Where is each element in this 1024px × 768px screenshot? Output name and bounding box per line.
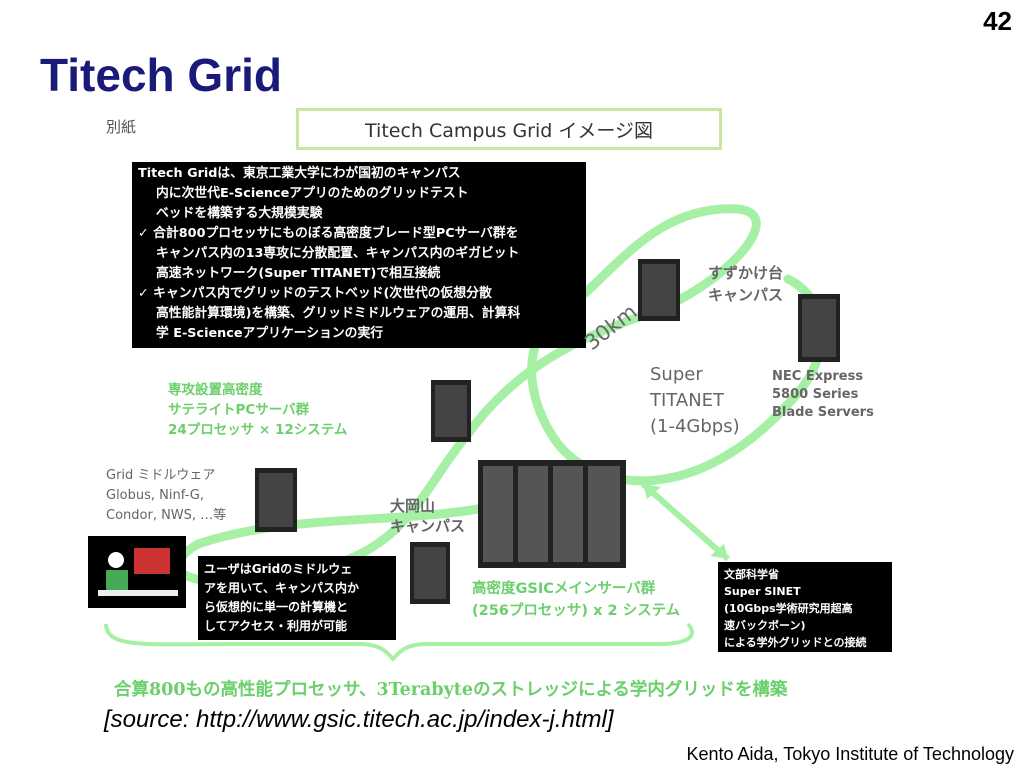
description-line: ✓ 合計800プロセッサにものぼる高密度ブレード型PCサーバ群を [138,226,519,241]
ookayama-line: キャンパス [390,517,466,535]
titanet-loop [174,204,827,587]
server-middleware-icon [255,468,297,532]
gsic-line: 高密度GSICメインサーバ群 [472,581,656,597]
network-line: (1-4Gbps) [650,416,740,437]
description-box: Titech Gridは、東京工業大学にわが国初のキャンパス 内に次世代E-Sc… [132,162,586,348]
sinet-arrow-head-top [643,484,661,499]
nec-line: NEC Express [772,369,864,384]
network-line: Super [650,364,703,385]
suzukake-line: すずかけ台 [708,264,784,282]
sinet-line: による学外グリッドとの接続 [724,636,867,649]
satellite-label: 専攻設置高密度 サテライトPCサーバ群 24プロセッサ × 12システム [168,380,347,440]
middleware-line: Globus, Ninf-G, [106,488,204,503]
description-line: 高速ネットワーク(Super TITANET)で相互接続 [156,266,441,281]
sinet-line: 文部科学省 [724,568,779,581]
middleware-label: Grid ミドルウェア Globus, Ninf-G, Condor, NWS,… [106,466,226,526]
gsic-label: 高密度GSICメインサーバ群 (256プロセッサ) x 2 システム [472,578,680,622]
summary-caption: 合算800もの高性能プロセッサ、3Terabyteのストレッジによる学内グリッド… [114,680,788,700]
footer-credit: Kento Aida, Tokyo Institute of Technolog… [686,744,1014,764]
description-line: 内に次世代E-Scienceアプリのためのグリッドテスト [156,186,469,201]
description-line: 学 E-Scienceアプリケーションの実行 [156,326,384,341]
description-line: Titech Gridは、東京工業大学にわが国初のキャンパス [138,166,461,181]
user-box: ユーザはGridのミドルウェ アを用いて、キャンパス内か ら仮想的に単一の計算機… [198,556,396,640]
server-nec-icon [798,294,840,362]
sinet-arrow-head-bottom [710,544,728,559]
middleware-line: Condor, NWS, …等 [106,508,227,523]
description-line: 高性能計算環境)を構築、グリッドミドルウェアの運用、計算科 [156,306,521,321]
sinet-line: 速バックボーン) [724,619,806,632]
ookayama-line: 大岡山 [390,497,436,515]
server-suzukake-icon [638,259,680,321]
slide-title: Titech Grid [40,49,282,101]
user-line: アを用いて、キャンパス内か [204,581,360,595]
user-line: してアクセス・利用が可能 [204,619,348,633]
nec-line: Blade Servers [772,405,874,420]
suzukake-line: キャンパス [708,286,784,304]
suzukake-label: すずかけ台 キャンパス [708,262,783,306]
network-lines [88,204,840,662]
satellite-line: 専攻設置高密度 [168,382,263,398]
user-line: ユーザはGridのミドルウェ [204,562,353,576]
sinet-line: Super SINET [724,585,801,598]
description-line: ベッドを構築する大規模実験 [156,206,323,221]
server-satellite-icon [431,380,471,442]
description-line: ✓ キャンパス内でグリッドのテストベッド(次世代の仮想分散 [138,286,492,301]
figure-tag: 別紙 [106,118,137,136]
sinet-box: 文部科学省 Super SINET (10Gbps学術研究用超高 速バックボーン… [718,562,892,652]
nec-line: 5800 Series [772,387,859,402]
source-citation: [source: http://www.gsic.titech.ac.jp/in… [104,706,614,733]
user-computer-icon [88,536,186,608]
user-line: ら仮想的に単一の計算機と [204,600,349,614]
campus-grid-figure: 別紙 Titech Campus Grid イメージ図 Titech Gridは… [88,104,908,704]
bottom-brace [104,622,694,662]
slide-number: 42 [983,6,1012,36]
nec-label: NEC Express 5800 Series Blade Servers [772,368,874,422]
description-line: キャンパス内の13専攻に分散配置、キャンパス内のギガビット [156,246,520,261]
satellite-line: サテライトPCサーバ群 [168,402,310,418]
gsic-line: (256プロセッサ) x 2 システム [472,603,681,619]
sinet-arrow-line [641,481,730,562]
sinet-line: (10Gbps学術研究用超高 [724,602,853,615]
network-line: TITANET [650,390,725,411]
figure-heading: Titech Campus Grid イメージ図 [296,108,722,150]
campus-link [193,504,483,549]
network-label: Super TITANET (1-4Gbps) [650,362,740,440]
middleware-line: Grid ミドルウェア [106,468,216,483]
ookayama-label: 大岡山 キャンパス [390,496,465,536]
gsic-main-servers-icon [478,460,626,568]
server-ookayama-icon [410,542,450,604]
satellite-line: 24プロセッサ × 12システム [168,422,348,438]
